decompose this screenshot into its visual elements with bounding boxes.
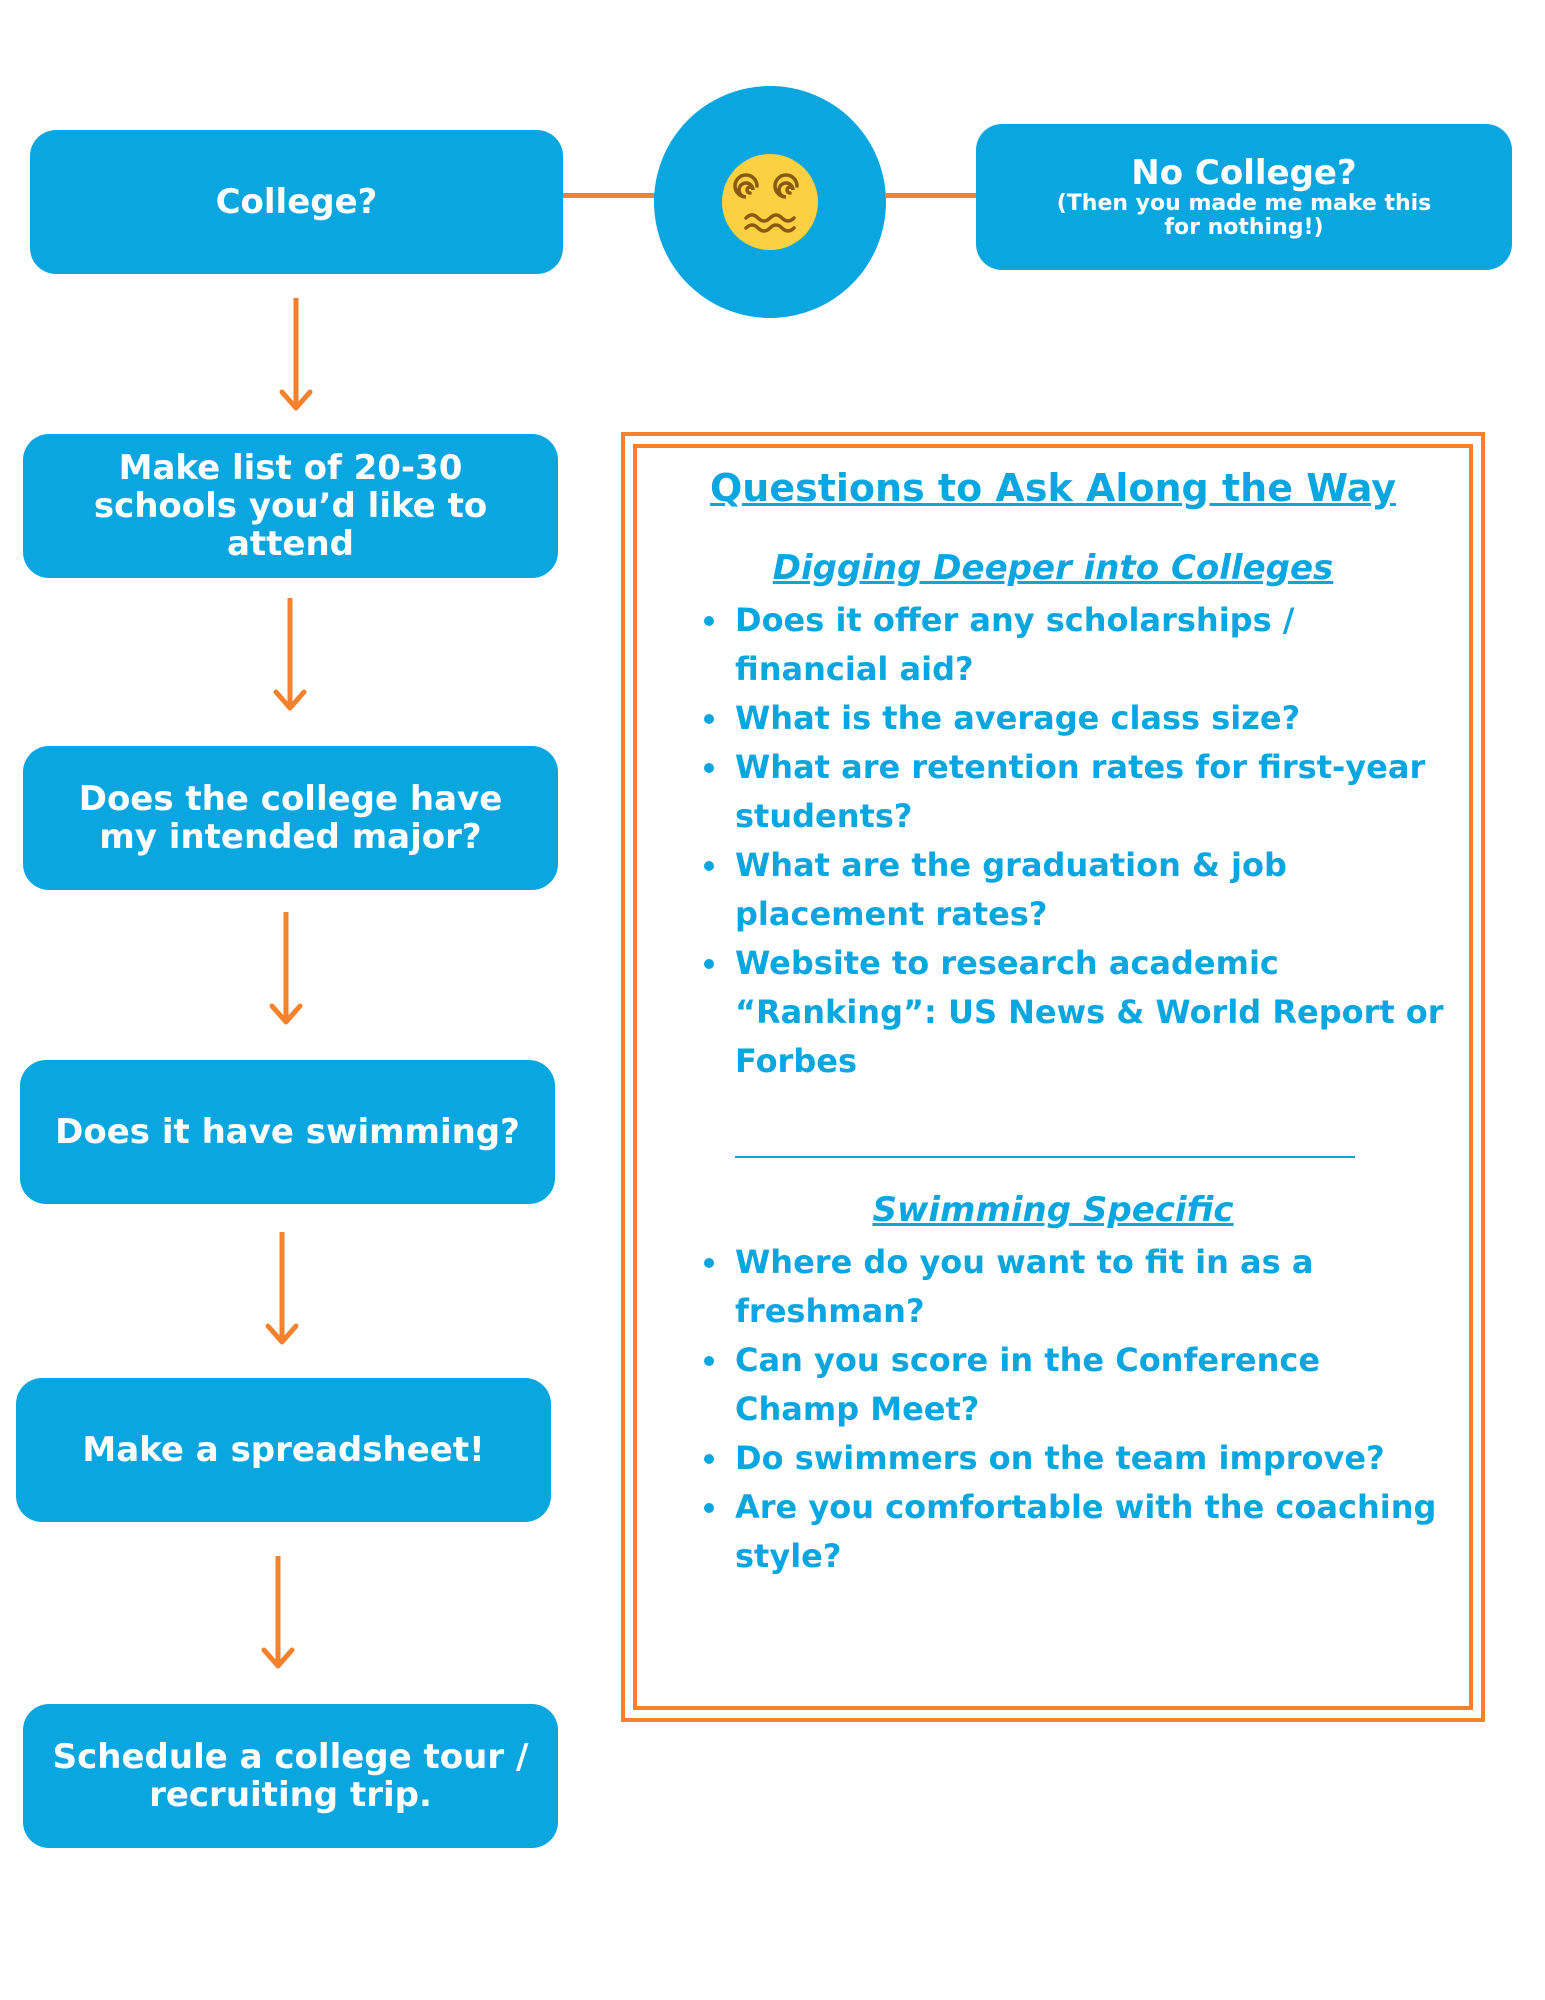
step-5-label: Schedule a college tour / recruiting tri… bbox=[52, 1737, 529, 1815]
list-item: What are retention rates for first-year … bbox=[731, 743, 1455, 841]
list-item: What is the average class size? bbox=[731, 694, 1455, 743]
step-make-list: Make list of 20-30 schools you’d like to… bbox=[23, 434, 558, 578]
step-4-label: Make a spreadsheet! bbox=[82, 1430, 485, 1470]
section-heading-colleges: Digging Deeper into Colleges bbox=[772, 548, 1334, 588]
emoji-circle bbox=[654, 86, 886, 318]
questions-panel-inner-border bbox=[633, 444, 1473, 1710]
arrow-down-2 bbox=[273, 598, 307, 711]
dizzy-face-icon bbox=[722, 154, 818, 250]
step-spreadsheet: Make a spreadsheet! bbox=[16, 1378, 551, 1522]
arrow-down-5 bbox=[261, 1556, 295, 1669]
list-item: Do swimmers on the team improve? bbox=[731, 1434, 1455, 1483]
arrow-down-4 bbox=[265, 1232, 299, 1345]
section-divider bbox=[735, 1156, 1355, 1158]
list-item: Website to research academic “Ranking”: … bbox=[731, 939, 1455, 1086]
list-item: Are you comfortable with the coaching st… bbox=[731, 1483, 1455, 1581]
questions-title: Questions to Ask Along the Way bbox=[709, 466, 1397, 510]
list-item: Can you score in the Conference Champ Me… bbox=[731, 1336, 1455, 1434]
step-1-label: Make list of 20-30 schools you’d like to… bbox=[93, 448, 488, 564]
college-box: College? bbox=[30, 130, 563, 274]
step-2-label: Does the college have my intended major? bbox=[78, 779, 503, 857]
questions-panel: Questions to Ask Along the Way Digging D… bbox=[621, 432, 1485, 1722]
colleges-question-list: Does it offer any scholarships / financi… bbox=[685, 596, 1455, 1086]
connector-right bbox=[886, 193, 976, 198]
list-item: What are the graduation & job placement … bbox=[731, 841, 1455, 939]
section-heading-swimming: Swimming Specific bbox=[872, 1190, 1234, 1230]
arrow-down-3 bbox=[269, 912, 303, 1025]
step-college-tour: Schedule a college tour / recruiting tri… bbox=[23, 1704, 558, 1848]
college-label: College? bbox=[215, 182, 378, 222]
step-swimming: Does it have swimming? bbox=[20, 1060, 555, 1204]
swimming-question-list: Where do you want to fit in as a freshma… bbox=[685, 1238, 1455, 1581]
connector-left bbox=[563, 193, 656, 198]
list-item: Does it offer any scholarships / financi… bbox=[731, 596, 1455, 694]
no-college-title: No College? bbox=[1131, 153, 1357, 193]
step-intended-major: Does the college have my intended major? bbox=[23, 746, 558, 890]
no-college-note: (Then you made me make this for nothing!… bbox=[1056, 191, 1432, 240]
arrow-down-1 bbox=[279, 298, 313, 411]
step-3-label: Does it have swimming? bbox=[55, 1112, 520, 1152]
no-college-box: No College? (Then you made me make this … bbox=[976, 124, 1512, 270]
list-item: Where do you want to fit in as a freshma… bbox=[731, 1238, 1455, 1336]
